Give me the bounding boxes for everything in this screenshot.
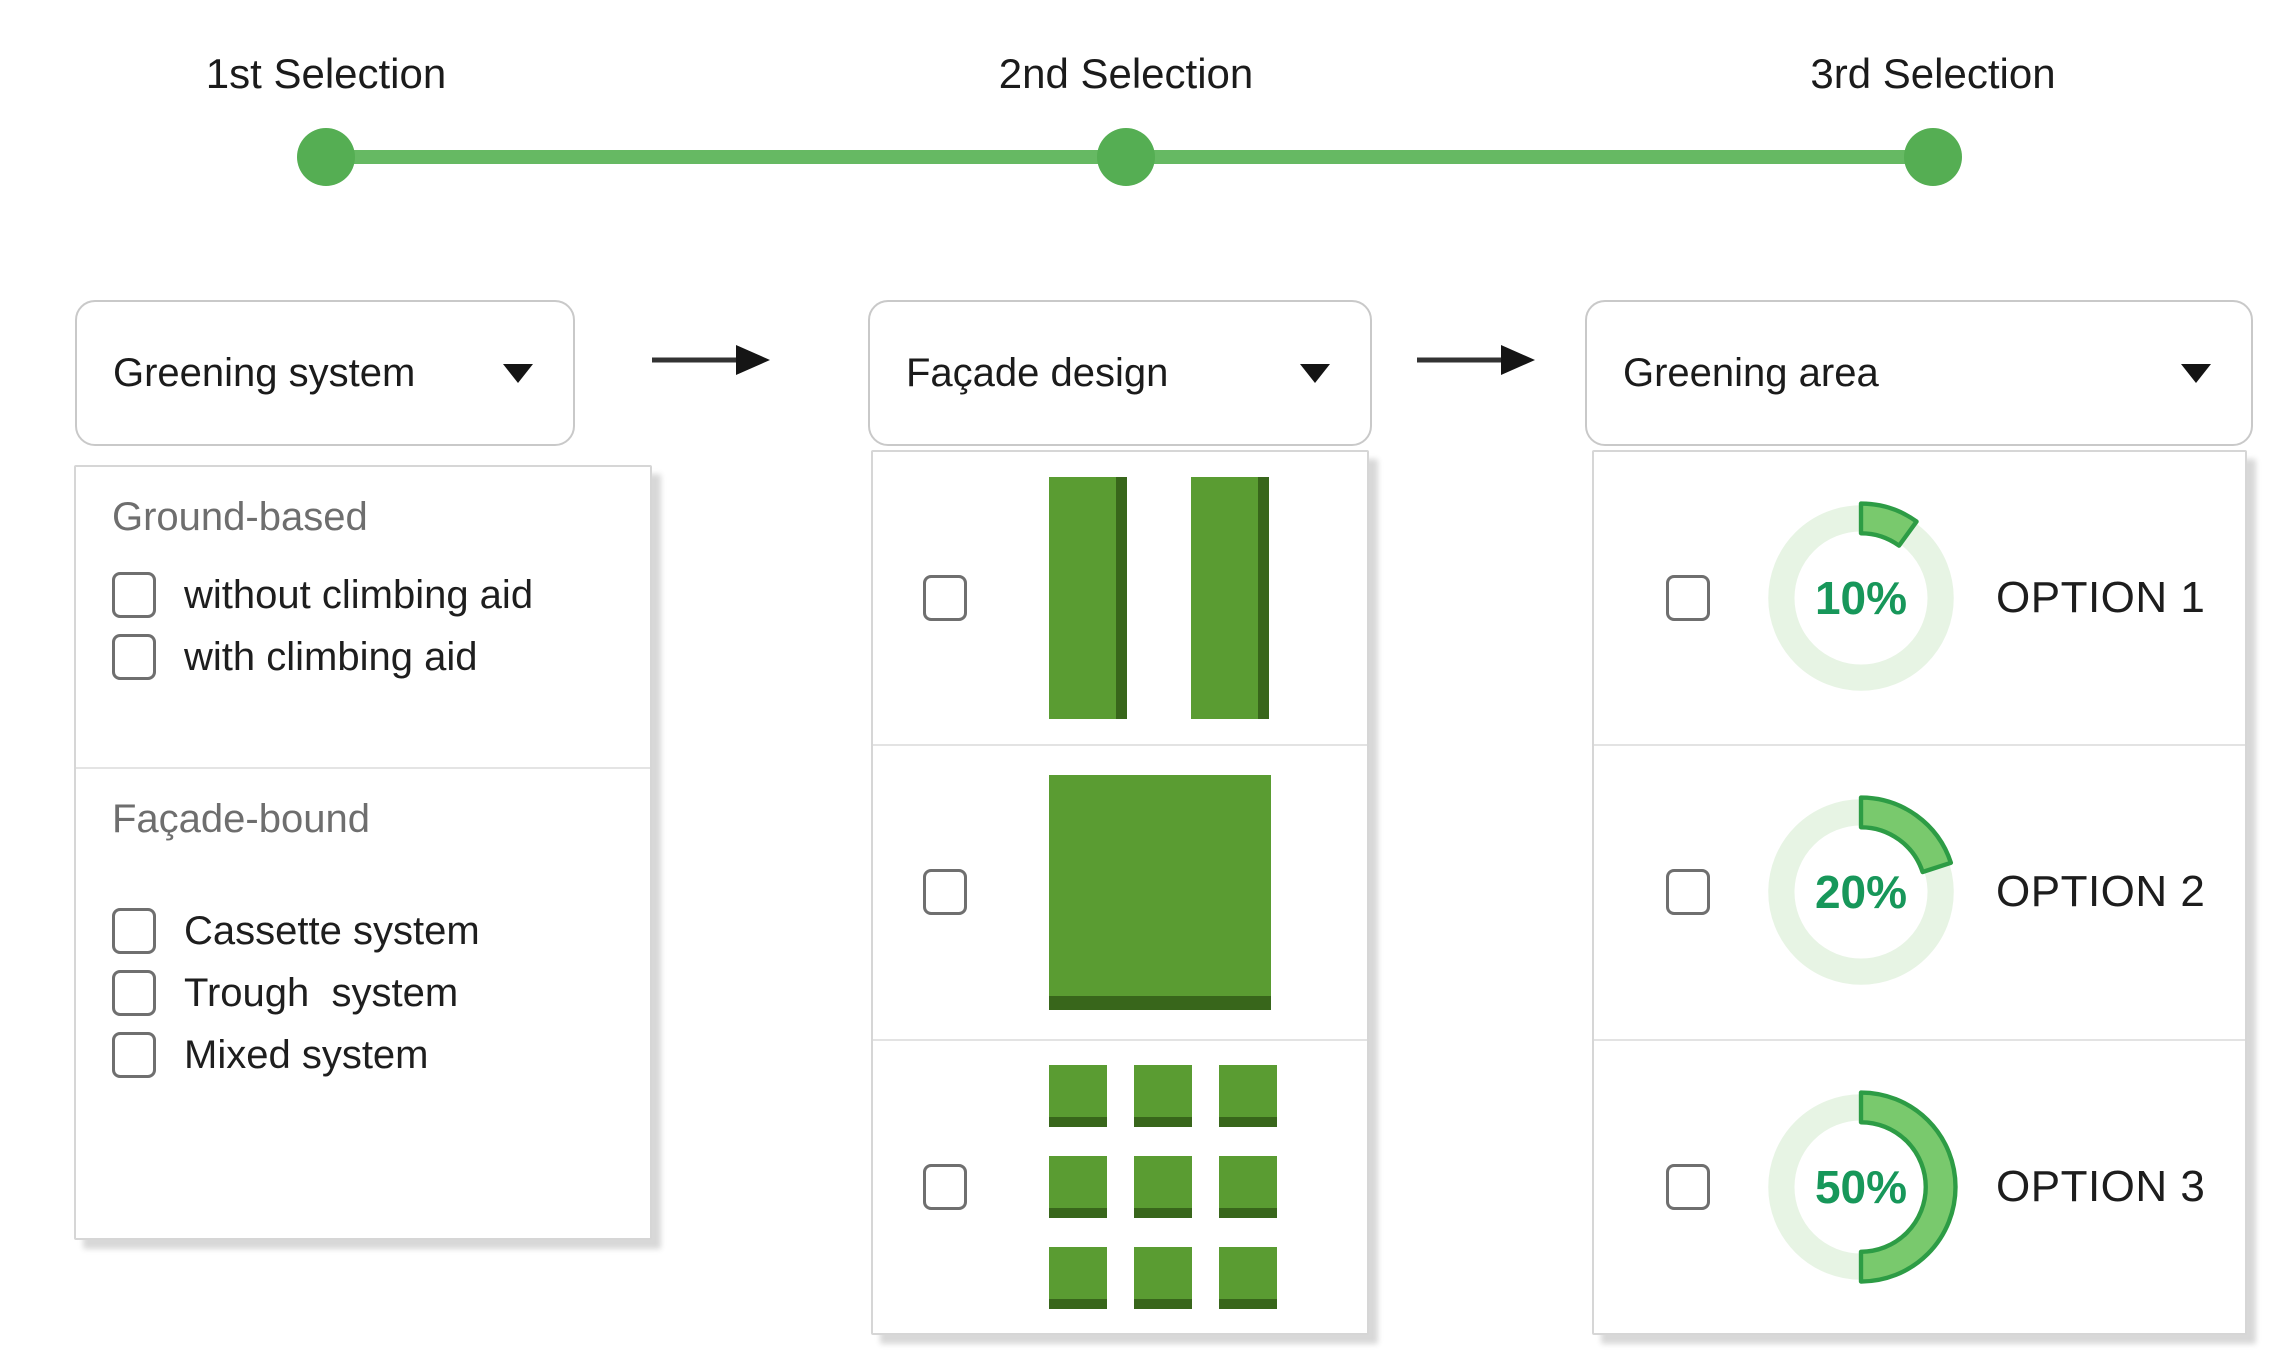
checkbox-label: without climbing aid — [184, 572, 534, 617]
facade-design-option-row — [873, 1041, 1367, 1333]
list-item: without climbing aid — [112, 572, 630, 618]
greening-area-dropdown[interactable]: Greening area — [1585, 300, 2253, 446]
donut-arc — [1858, 1090, 1958, 1284]
donut-arc — [1858, 795, 1954, 875]
mixed-system-checkbox[interactable] — [112, 1032, 156, 1078]
cassette-system-checkbox[interactable] — [112, 908, 156, 954]
green-cell — [1134, 1246, 1192, 1309]
donut-percent-label: 20% — [1814, 866, 1908, 919]
green-cell — [1219, 1246, 1277, 1309]
ground-based-heading: Ground-based — [112, 495, 368, 539]
greening-area-dropdown-label: Greening area — [1623, 350, 1879, 395]
green-cell — [1049, 1155, 1107, 1218]
chevron-down-icon — [2181, 363, 2211, 383]
donut-chart: 20% — [1756, 787, 1966, 997]
green-cell — [1134, 1155, 1192, 1218]
facade-design-option-row — [873, 746, 1367, 1041]
green-cell — [1049, 1246, 1107, 1309]
checkbox-label: Trough system — [184, 970, 459, 1015]
donut-percent-label: 50% — [1814, 1160, 1908, 1213]
list-item: Mixed system — [112, 1032, 630, 1078]
facade-design-panel — [871, 450, 1369, 1335]
arrow-head — [736, 345, 770, 375]
donut-percent-label: 10% — [1814, 572, 1908, 625]
facade-bound-heading: Façade-bound — [112, 797, 370, 841]
facade-design-dropdown-label: Façade design — [906, 350, 1169, 395]
greening-system-panel: Ground-based without climbing aid with c… — [74, 465, 652, 1240]
flow-arrow-icon — [1417, 345, 1535, 375]
list-item: with climbing aid — [112, 634, 630, 680]
facade-design-option-row — [873, 452, 1367, 747]
chevron-down-icon — [503, 363, 533, 383]
greening-area-option-row: 50% OPTION 3 — [1594, 1041, 2245, 1333]
list-item: Cassette system — [112, 908, 630, 954]
timeline-step-1-label: 1st Selection — [205, 50, 447, 97]
timeline-dot-1 — [297, 128, 355, 186]
green-bar — [1049, 477, 1127, 720]
without-climbing-aid-checkbox[interactable] — [112, 572, 156, 618]
arrow-head — [1501, 345, 1535, 375]
timeline-dot-3 — [1904, 128, 1962, 186]
list-item: Trough system — [112, 970, 630, 1016]
option-3-checkbox[interactable] — [1666, 1163, 1710, 1210]
checkbox-label: Mixed system — [184, 1032, 429, 1077]
donut-arc — [1858, 501, 1919, 548]
donut-svg — [1768, 795, 1954, 986]
option-label: OPTION 2 — [1996, 867, 2206, 917]
option-1-checkbox[interactable] — [1666, 575, 1710, 622]
greening-area-option-row: 20% OPTION 2 — [1594, 746, 2245, 1041]
green-cell — [1219, 1155, 1277, 1218]
checkbox-label: with climbing aid — [184, 634, 478, 679]
facade-design-option-1-checkbox[interactable] — [923, 575, 967, 622]
greening-system-dropdown[interactable]: Greening system — [75, 300, 575, 446]
donut-chart: 50% — [1756, 1082, 1966, 1292]
option-2-checkbox[interactable] — [1666, 869, 1710, 916]
option-label: OPTION 3 — [1996, 1161, 2206, 1211]
ground-based-section: Ground-based without climbing aid with c… — [76, 467, 650, 769]
green-bar — [1191, 477, 1269, 720]
donut-chart: 10% — [1756, 493, 1966, 703]
with-climbing-aid-checkbox[interactable] — [112, 634, 156, 680]
greening-system-dropdown-label: Greening system — [113, 350, 416, 395]
green-cell — [1049, 1064, 1107, 1127]
facade-design-option-2-checkbox[interactable] — [923, 869, 967, 916]
option-label: OPTION 1 — [1996, 573, 2206, 623]
facade-design-dropdown[interactable]: Façade design — [868, 300, 1372, 446]
grid-3x3-graphic — [1049, 1064, 1277, 1309]
two-vertical-bars-graphic — [1049, 477, 1269, 720]
flow-arrow-icon — [652, 345, 770, 375]
greening-area-panel: 10% OPTION 1 20% OPTION 2 50% OPTION 3 — [1592, 450, 2247, 1335]
green-cell — [1134, 1064, 1192, 1127]
timeline-dot-2 — [1097, 128, 1155, 186]
facade-bound-section: Façade-bound Cassette system Trough syst… — [76, 769, 650, 1078]
timeline-step-3-label: 3rd Selection — [1810, 50, 2056, 97]
green-square — [1049, 774, 1271, 1010]
facade-design-option-3-checkbox[interactable] — [923, 1163, 967, 1210]
greening-area-option-row: 10% OPTION 1 — [1594, 452, 2245, 747]
checkbox-label: Cassette system — [184, 908, 480, 953]
donut-svg — [1768, 1090, 1958, 1284]
donut-svg — [1768, 501, 1954, 691]
green-cell — [1219, 1064, 1277, 1127]
timeline-step-2-label: 2nd Selection — [998, 50, 1254, 97]
large-square-graphic — [1049, 774, 1271, 1010]
trough-system-checkbox[interactable] — [112, 970, 156, 1016]
chevron-down-icon — [1300, 363, 1330, 383]
